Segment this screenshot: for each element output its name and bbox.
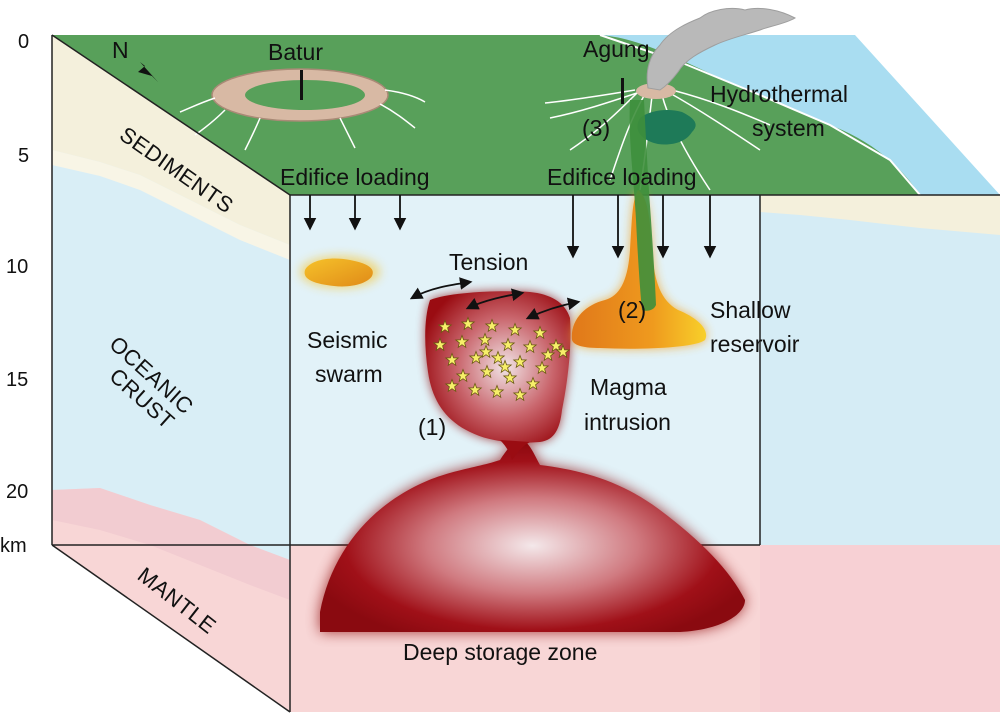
magma-intrusion-label-line1: Magma: [590, 374, 667, 400]
marker-1: (1): [418, 414, 446, 440]
axis-unit: km: [0, 535, 27, 557]
depth-axis: 0 5 10 15 20 km: [0, 31, 29, 557]
deep-storage-label: Deep storage zone: [403, 639, 597, 665]
axis-tick-10: 10: [6, 256, 28, 278]
batur-label: Batur: [268, 39, 323, 65]
axis-tick-20: 20: [6, 481, 28, 503]
right-face-crust: [760, 195, 1000, 545]
axis-tick-0: 0: [18, 31, 29, 53]
hydrothermal-label-line1: Hydrothermal: [710, 81, 848, 107]
marker-2: (2): [618, 297, 646, 323]
right-face-mantle: [760, 545, 1000, 712]
edifice-loading-left-label: Edifice loading: [280, 164, 430, 190]
magma-intrusion-label-line2: intrusion: [584, 409, 671, 435]
seismic-swarm-label-line1: Seismic: [307, 327, 388, 353]
axis-tick-15: 15: [6, 369, 28, 391]
agung-label: Agung: [583, 36, 650, 62]
hydrothermal-label-line2: system: [752, 115, 825, 141]
marker-3: (3): [582, 115, 610, 141]
axis-tick-5: 5: [18, 145, 29, 167]
seismic-swarm-label-line2: swarm: [315, 361, 383, 387]
tension-label: Tension: [449, 249, 528, 275]
edifice-loading-right-label: Edifice loading: [547, 164, 697, 190]
shallow-reservoir-label-line1: Shallow: [710, 297, 791, 323]
seismic-swarm-blob: [300, 256, 380, 288]
shallow-reservoir-label-line2: reservoir: [710, 331, 800, 357]
north-label: N: [112, 37, 129, 63]
right-face: [760, 195, 1000, 712]
